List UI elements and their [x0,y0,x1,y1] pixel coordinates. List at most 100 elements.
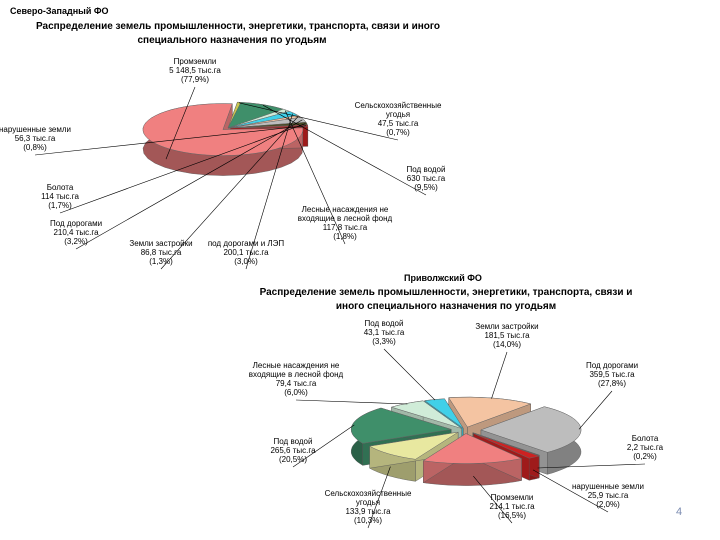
chart1-label-line-disturbed-2: (0,8%) [23,143,47,152]
chart1-label-line-pipelines-0: под дорогами и ЛЭП [208,239,285,248]
chart1-label-line-agri-2: 47,5 тыс.га [378,119,419,128]
chart1-label-line-agri-0: Сельскохозяйственные [355,101,442,110]
chart2-label-line-agri-3: (10,3%) [354,516,382,525]
chart2-label-line-forest-3: (6,0%) [284,388,308,397]
chart2-label-line-pipelines-0: Под водой [365,319,404,328]
chart2-label-line-forest-0: Лесные насаждения не [253,361,340,370]
chart2-slice-disturbed [473,433,540,459]
chart1-label-line-forest-2: 117,8 тыс.га [323,223,368,232]
chart2-title-line2: иного специального назначения по угодьям [336,301,556,312]
chart2-label-line-industry-1: 214,1 тыс.га [489,502,535,511]
chart2-label-line-industry-0: Промземли [491,493,534,502]
chart1-leader-forest [284,110,346,245]
chart2-leader-buildings [491,351,508,399]
chart2-slice-agri [368,431,459,460]
chart2-label-line-disturbed-2: (2,0%) [596,500,620,509]
chart2-label-line-pipelines-1: 43,1 тыс.га [364,328,405,337]
chart1-label-line-swamps-2: (1,7%) [48,201,72,210]
chart2-leader-disturbed [532,469,609,513]
chart2-label-line-forest-2: 79,4 тыс.га [276,379,317,388]
chart2-label-line-agri-0: Сельскохозяйственные [325,489,412,498]
chart1-leader-buildings [160,116,299,270]
chart1-label-line-water-2: (9,5%) [414,183,438,192]
chart2-slice-swamps [472,432,541,456]
chart-northwest: Северо-Западный ФО Распределение земель … [0,6,446,270]
chart1-label-line-industry-2: (77,9%) [181,75,209,84]
chart2-label-line-water-0: Под водой [274,437,313,446]
chart1-label-line-buildings-1: 86,8 тыс.га [141,248,182,257]
chart2-label-line-buildings-1: 181,5 тыс.га [484,331,530,340]
chart2-label-line-industry-2: (16,5%) [498,511,526,520]
chart1-slice-disturbed [227,124,309,129]
chart-volga: Приволжский ФО Распределение земель пром… [249,273,664,529]
chart1-title-line1: Распределение земель промышленности, эне… [36,21,440,32]
chart2-label-line-water-1: 265,6 тыс.га [270,446,316,455]
chart2-slice-industry [422,433,523,464]
chart2-leader-industry [473,475,513,524]
chart2-leader-forest [295,399,408,405]
chart1-label-line-buildings-2: (1,3%) [149,257,173,266]
chart1-label-line-industry-1: 5 148,5 тыс.га [169,66,221,75]
chart2-leader-lines [292,348,646,529]
chart2-label-line-agri-1: угодья [356,498,380,507]
chart2-leader-water [292,424,355,468]
chart1-label-line-industry-0: Промземли [174,57,217,66]
chart2-label-line-agri-2: 133,9 тыс.га [345,507,391,516]
chart1-region: Северо-Западный ФО [10,6,109,16]
chart2-label-line-roads-2: (27,8%) [598,379,626,388]
chart2-label-line-roads-0: Под дорогами [586,361,638,370]
chart1-label-line-roads-0: Под дорогами [50,219,102,228]
chart1-label-line-agri-1: угодья [386,110,410,119]
chart2-pie [350,396,582,486]
chart1-label-line-water-1: 630 тыс.га [407,174,446,183]
chart1-label-line-forest-3: (1,8%) [333,232,357,241]
chart1-label-line-disturbed-1: 56,3 тыс.га [15,134,56,143]
chart2-label-line-swamps-2: (0,2%) [633,452,657,461]
chart2-title-line1: Распределение земель промышленности, эне… [260,287,633,298]
chart2-region: Приволжский ФО [404,273,482,283]
chart1-label-line-disturbed-0: нарушенные земли [0,125,71,134]
chart2-label-line-swamps-0: Болота [632,434,659,443]
chart1-leader-roads [75,119,303,250]
chart2-slice-forest [390,400,462,429]
chart1-label-line-pipelines-2: (3,0%) [234,257,258,266]
chart2-label-line-disturbed-0: нарушенные земли [572,482,644,491]
chart1-leader-swamps [59,123,306,214]
chart1-leader-pipelines [245,113,293,270]
chart1-label-line-swamps-1: 114 тыс.га [41,192,79,201]
page-number: 4 [675,506,683,518]
chart1-label-line-buildings-0: Земли застройки [129,239,192,248]
chart1-label-line-roads-2: (3,2%) [64,237,88,246]
chart1-leader-lines [34,86,427,270]
chart1-leader-agri [238,102,399,141]
chart2-slice-buildings [448,396,532,428]
chart1-title-line2: специального назначения по угодьям [137,35,326,46]
chart2-leader-pipelines [383,348,436,401]
chart1-label-line-pipelines-1: 200,1 тыс.га [223,248,269,257]
chart2-slice-water [350,407,452,444]
chart1-label-line-agri-3: (0,7%) [386,128,410,137]
chart2-slice-roads [480,406,582,453]
chart2-label-line-roads-1: 359,5 тыс.га [589,370,635,379]
chart1-label-line-roads-1: 210,4 тыс.га [53,228,99,237]
chart2-label-line-forest-1: входящие в лесной фонд [249,370,344,379]
